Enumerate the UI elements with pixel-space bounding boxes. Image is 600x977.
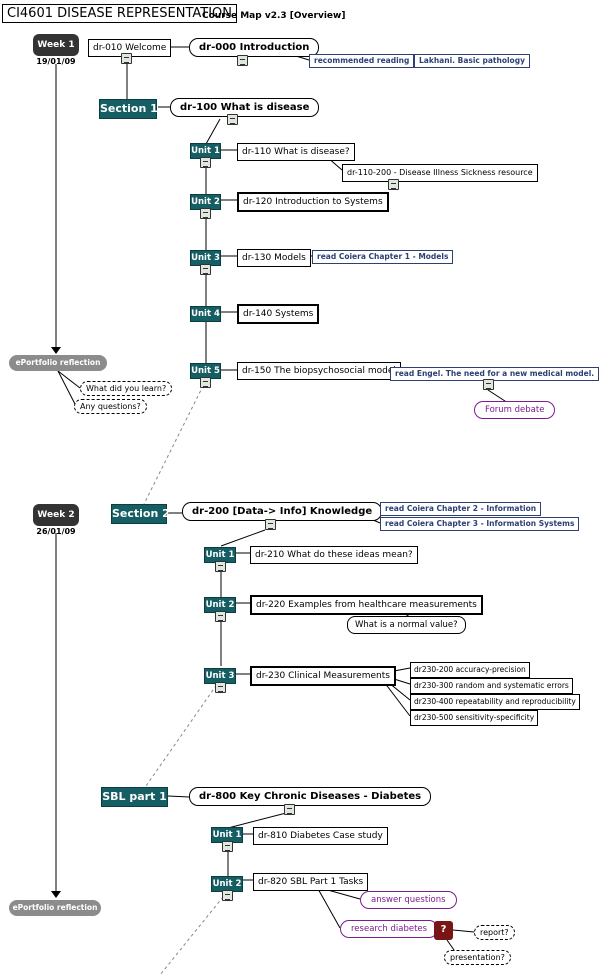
forum-debate-activity[interactable]: Forum debate: [474, 401, 556, 419]
section-2-label[interactable]: Section 2: [111, 504, 170, 524]
note-icon[interactable]: [215, 561, 226, 572]
question-icon[interactable]: ?: [434, 921, 453, 940]
note-icon[interactable]: [222, 841, 233, 852]
node-dr230-300[interactable]: dr230-300 random and systematic errors: [410, 678, 573, 694]
node-dr230-200[interactable]: dr230-200 accuracy-precision: [410, 662, 530, 678]
answer-questions-activity[interactable]: answer questions: [360, 891, 457, 909]
section-1-label[interactable]: Section 1: [99, 99, 158, 119]
question-normal-value[interactable]: What is a normal value?: [347, 616, 466, 634]
note-icon[interactable]: [215, 682, 226, 693]
note-icon[interactable]: [200, 377, 211, 388]
node-dr-110[interactable]: dr-110 What is disease?: [237, 143, 355, 161]
map-title: CI4601 DISEASE REPRESENTATION: [2, 4, 237, 23]
node-dr-140[interactable]: dr-140 Systems: [237, 304, 320, 324]
eportfolio-reflection-2[interactable]: ePortfolio reflection: [9, 900, 101, 916]
map-subtitle: Course Map v2.3 [Overview]: [202, 11, 346, 21]
research-diabetes-activity[interactable]: research diabetes: [340, 920, 439, 938]
node-dr-110-200[interactable]: dr-110-200 - Disease Illness Sickness re…: [342, 164, 538, 182]
reading-coiera-chapter-1[interactable]: read Coiera Chapter 1 - Models: [312, 250, 454, 264]
note-icon[interactable]: [227, 114, 238, 125]
week-1-date: 19/01/09: [36, 57, 76, 66]
node-dr-200-knowledge[interactable]: dr-200 [Data-> Info] Knowledge: [182, 502, 383, 521]
note-icon[interactable]: [222, 890, 233, 901]
node-dr-230[interactable]: dr-230 Clinical Measurements: [250, 666, 396, 686]
eportfolio-reflection-1[interactable]: ePortfolio reflection: [9, 355, 107, 371]
note-icon[interactable]: [200, 208, 211, 219]
note-icon[interactable]: [388, 179, 399, 190]
reading-engel[interactable]: read Engel. The need for a new medical m…: [390, 367, 600, 381]
node-dr230-400[interactable]: dr230-400 repeatability and reproducibil…: [410, 694, 580, 710]
node-dr-000-introduction[interactable]: dr-000 Introduction: [189, 38, 320, 57]
note-icon[interactable]: [200, 157, 211, 168]
prompt-any-questions[interactable]: Any questions?: [74, 399, 147, 414]
note-icon[interactable]: [121, 53, 132, 64]
note-icon[interactable]: [200, 264, 211, 275]
note-icon[interactable]: [237, 55, 248, 66]
prompt-report[interactable]: report?: [474, 925, 515, 940]
node-dr230-500[interactable]: dr230-500 sensitivity-specificity: [410, 710, 539, 726]
prompt-what-did-you-learn[interactable]: What did you learn?: [80, 381, 173, 396]
note-icon[interactable]: [215, 611, 226, 622]
recommended-reading-label[interactable]: recommended reading: [309, 54, 415, 68]
node-dr-150[interactable]: dr-150 The biopsychosocial model: [237, 362, 401, 380]
node-dr-120[interactable]: dr-120 Introduction to Systems: [237, 192, 389, 212]
node-dr-100-what-is-disease[interactable]: dr-100 What is disease: [170, 98, 320, 117]
note-icon[interactable]: [265, 519, 276, 530]
note-icon[interactable]: [284, 804, 295, 815]
week-2-date: 26/01/09: [36, 527, 76, 536]
node-dr-220[interactable]: dr-220 Examples from healthcare measurem…: [250, 595, 483, 615]
prompt-presentation[interactable]: presentation?: [444, 950, 511, 965]
week-1-badge[interactable]: Week 1: [33, 34, 79, 56]
node-dr-820[interactable]: dr-820 SBL Part 1 Tasks: [253, 873, 369, 891]
node-dr-130[interactable]: dr-130 Models: [237, 249, 311, 267]
reading-coiera-chapter-3[interactable]: read Coiera Chapter 3 - Information Syst…: [380, 517, 580, 531]
note-icon[interactable]: [483, 379, 494, 390]
unit-4-label[interactable]: Unit 4: [190, 306, 221, 322]
reading-lakhani[interactable]: Lakhani. Basic pathology: [414, 54, 530, 68]
node-dr-810[interactable]: dr-810 Diabetes Case study: [253, 827, 388, 845]
node-dr-210[interactable]: dr-210 What do these ideas mean?: [250, 546, 418, 564]
week-2-badge[interactable]: Week 2: [33, 504, 79, 526]
sbl-part-1-label[interactable]: SBL part 1: [101, 787, 168, 807]
reading-coiera-chapter-2[interactable]: read Coiera Chapter 2 - Information: [380, 502, 542, 516]
node-dr-800-diabetes[interactable]: dr-800 Key Chronic Diseases - Diabetes: [189, 787, 432, 806]
